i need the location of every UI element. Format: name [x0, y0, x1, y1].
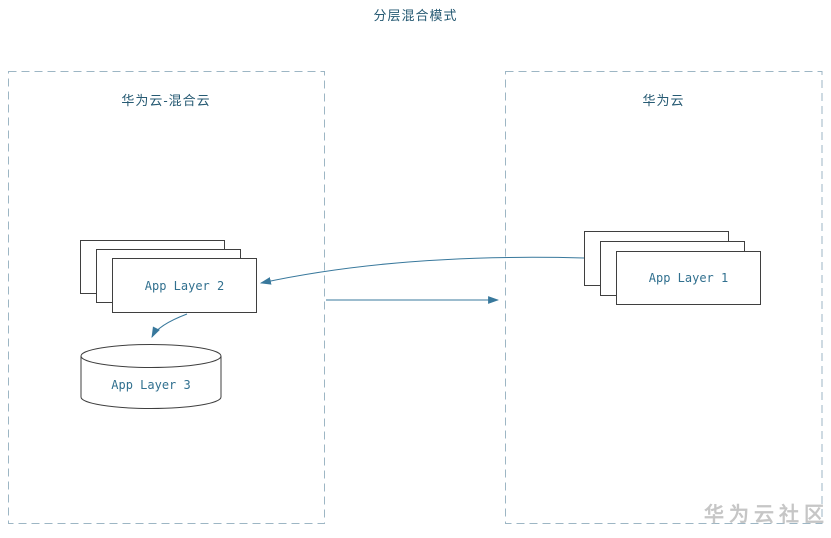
cylinder-body: [80, 356, 222, 409]
zone-huawei-cloud-border: [505, 71, 823, 524]
zone-huawei-cloud: 华为云: [505, 71, 822, 523]
cylinder-top: [80, 344, 222, 368]
zone-hybrid-cloud-label: 华为云-混合云: [121, 93, 211, 108]
arrow-app2-to-app3-icon: [151, 313, 188, 338]
watermark: 华为云社区: [704, 504, 829, 526]
zone-huawei-cloud-label: 华为云: [642, 93, 685, 108]
diagram-title: 分层混合模式: [373, 8, 458, 23]
app-layer-3-label: App Layer 3: [111, 378, 190, 392]
app-layer-3-cylinder: App Layer 3: [80, 344, 222, 409]
stack-card-front: App Layer 1: [616, 251, 761, 305]
arrow-app1-to-app2-icon: [259, 256, 585, 285]
zone-hybrid-cloud: 华为云-混合云: [8, 71, 324, 523]
stack-card-front: App Layer 2: [112, 258, 257, 313]
app-layer-1-label: App Layer 1: [648, 271, 729, 285]
zone-hybrid-cloud-border: [8, 71, 325, 524]
app-layer-1-stack: App Layer 1: [584, 231, 762, 306]
app-layer-2-stack: App Layer 2: [80, 240, 258, 314]
app-layer-2-label: App Layer 2: [144, 278, 225, 293]
